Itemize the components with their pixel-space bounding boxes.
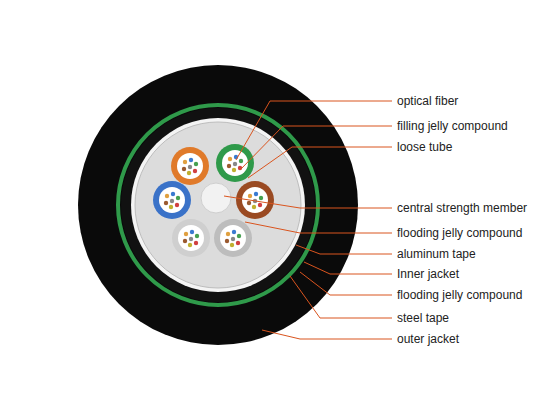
loose-tubes bbox=[153, 144, 274, 257]
part-label: Inner jacket bbox=[397, 267, 459, 281]
part-label: flooding jelly compound bbox=[397, 288, 522, 302]
steel-tape bbox=[118, 105, 318, 305]
part-label: optical fiber bbox=[397, 94, 458, 108]
part-label: loose tube bbox=[397, 140, 452, 154]
leader-lines bbox=[224, 101, 392, 339]
flooding-jelly bbox=[135, 122, 301, 288]
outer-jacket bbox=[78, 65, 358, 345]
part-label: flooding jelly compound bbox=[397, 226, 522, 240]
part-label: outer jacket bbox=[397, 332, 459, 346]
part-label: filling jelly compound bbox=[397, 119, 508, 133]
strength-member bbox=[201, 183, 231, 213]
part-label: steel tape bbox=[397, 311, 449, 325]
part-label: aluminum tape bbox=[397, 247, 476, 261]
part-label: central strength member bbox=[397, 201, 527, 215]
inner-jacket bbox=[121, 108, 315, 302]
